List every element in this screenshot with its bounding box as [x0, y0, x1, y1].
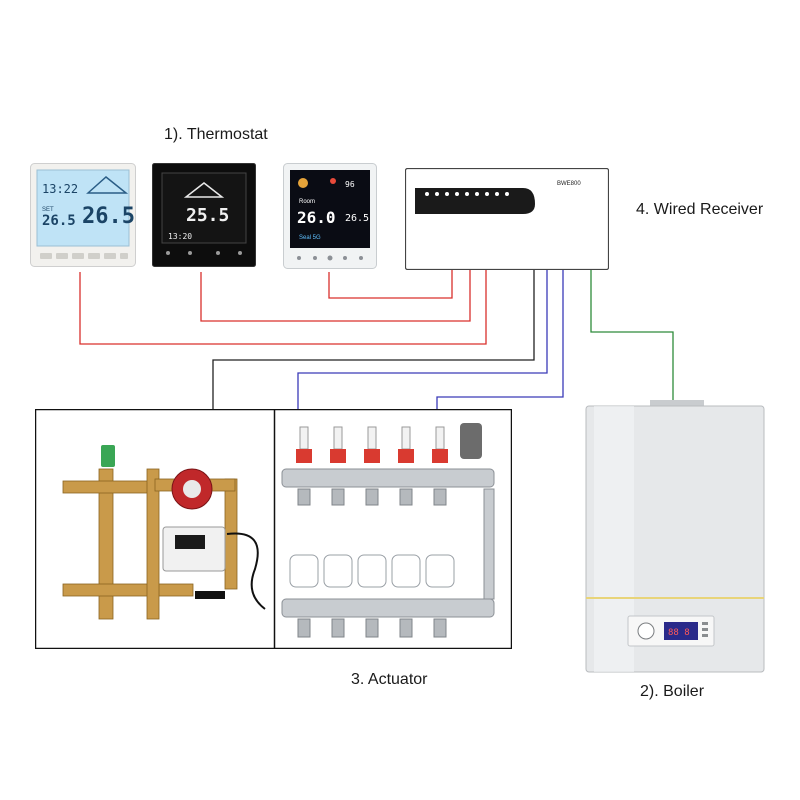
manifold-actuators — [274, 409, 512, 649]
boiler: 88 8 — [585, 400, 765, 673]
thermostat-3-humidity: 96 — [345, 180, 355, 189]
wired-receiver: BWE800 — [405, 168, 609, 270]
thermostat-1-set-label: SET — [42, 207, 54, 213]
red-wire-thermostat-2 — [200, 270, 471, 322]
green-valve-icon — [101, 445, 115, 467]
pump-mixing-station — [35, 409, 275, 649]
red-wire-thermostat-3 — [328, 270, 453, 299]
thermostat-white-backlit: 13:22 SET 26.5 26.5 — [30, 163, 136, 267]
thermostat-black: 25.5 13:20 — [152, 163, 256, 267]
thermostat-3-room-temp: 26.0 — [297, 208, 336, 227]
thermostat-2-time: 13:20 — [168, 232, 192, 241]
red-wire-thermostat-1 — [79, 270, 487, 345]
thermostat-1-room-temp: 26.5 — [82, 204, 135, 229]
green-wire-boiler — [590, 268, 674, 404]
thermostat-1-set-temp: 26.5 — [42, 213, 76, 229]
thermostat-3-set-temp: 26.5 — [345, 213, 369, 224]
thermostat-2-room-temp: 25.5 — [186, 205, 229, 226]
thermostat-white-color: 96 Room 26.0 26.5 Seal 5G — [283, 163, 377, 269]
thermostat-label: 1). Thermostat — [164, 126, 268, 143]
actuator-head-icon — [289, 554, 319, 588]
actuator-label: 3. Actuator — [351, 671, 428, 688]
receiver-label: 4. Wired Receiver — [636, 201, 764, 218]
thermostat-3-room-label: Room — [299, 199, 315, 205]
receiver-brand: BWE800 — [557, 181, 581, 187]
thermostat-3-eco-label: Seal 5G — [299, 235, 321, 241]
thermostat-1-time: 13:22 — [42, 182, 78, 196]
boiler-display: 88 8 — [668, 628, 690, 638]
black-wire-pump — [212, 270, 535, 440]
boiler-label: 2). Boiler — [640, 683, 705, 700]
